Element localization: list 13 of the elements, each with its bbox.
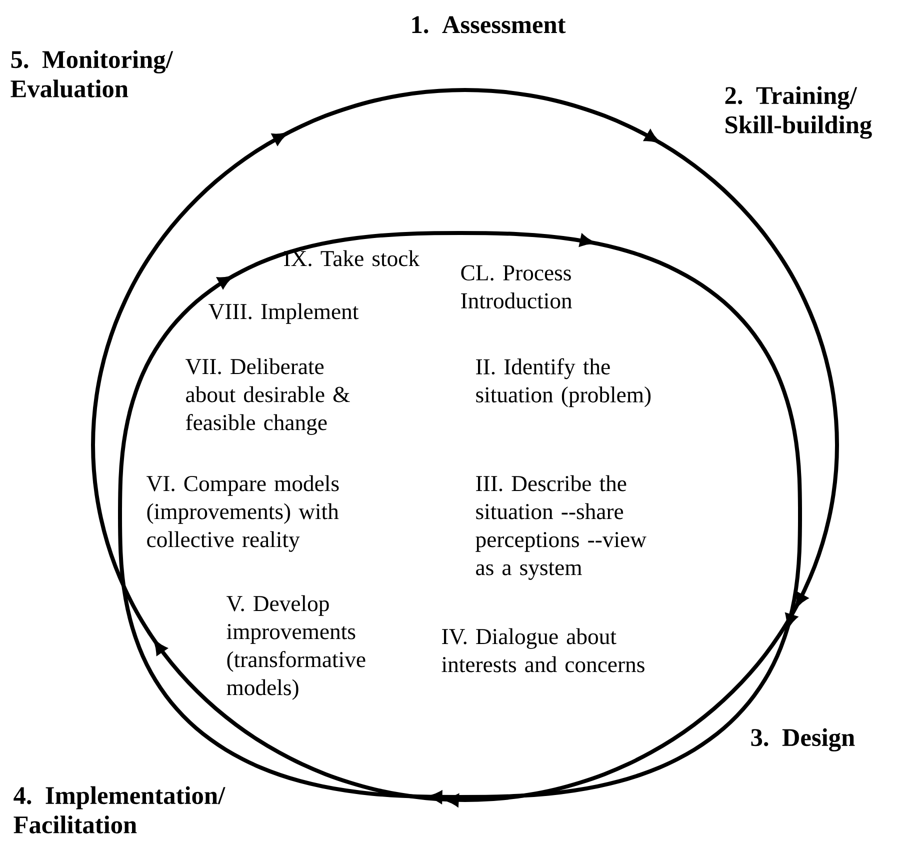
stage-label: 3. Design bbox=[751, 728, 855, 752]
stage-label: 5. Monitoring/ Evaluation bbox=[10, 50, 174, 98]
stage-label: 2. Training/ Skill-building bbox=[725, 86, 872, 139]
step-label: VIII. Implement bbox=[208, 303, 359, 324]
stage-label: 4. Implementation/ Facilitation bbox=[14, 786, 226, 834]
stage-label: 1. Assessment bbox=[412, 16, 566, 34]
step-label: III. Describe the situation --share perceptions --view as a system bbox=[476, 475, 646, 580]
step-label: VI. Compare models (improvements) with collective reality bbox=[146, 475, 339, 552]
step-label: CL. Process Introduction bbox=[461, 265, 572, 308]
step-label: IV. Dialogue about interests and concerns bbox=[442, 628, 644, 672]
step-label: V. Develop improvements (transformative models) bbox=[226, 595, 366, 700]
step-label: VII. Deliberate about desirable & feasible change bbox=[186, 358, 350, 435]
step-label: II. Identify the situation (problem) bbox=[476, 358, 651, 408]
